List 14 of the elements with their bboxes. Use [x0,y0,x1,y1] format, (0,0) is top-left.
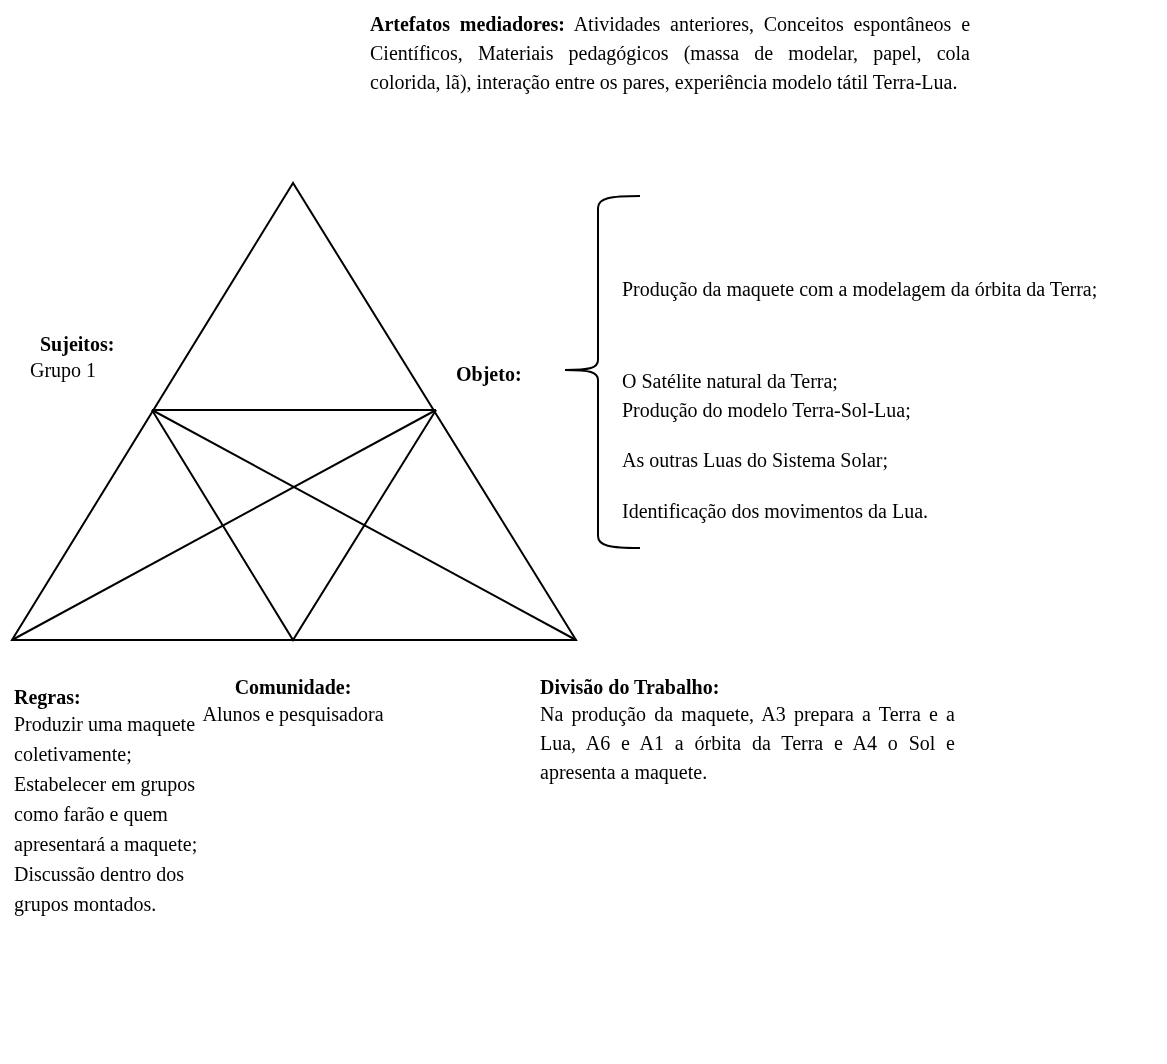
list-item: As outras Luas do Sistema Solar; [622,448,889,473]
heading: Divisão do Trabalho: [540,675,720,700]
label: Grupo 1 [30,358,97,384]
paragraph: Na produção da maquete, A3 prepara a Terra e a Lua, A6 e A1 a órbita da Terra e A4 o Sol e apresenta a maquete. [540,702,955,786]
paragraph: Artefatos mediadores: Atividades anteriores, Conceitos espontâneos e Científicos, Materiais pedagógicos (massa de modelar, papel, cola colorida, lã), interação entre os pares, experiência modelo tátil Terra-Lua. [370,12,970,96]
heading: Regras: [14,685,81,711]
list-item: O Satélite natural da Terra; [622,369,838,394]
heading: Sujeitos: [40,332,115,358]
list-item: Produção do modelo Terra-Sol-Lua; [622,398,911,424]
paragraph: Produzir uma maquete coletivamente; Estabelecer em grupos como farão e quem apresentará a maquete; Discussão dentro dos grupos montados. [14,712,199,918]
heading: Comunidade: [233,675,353,700]
list-item: Identificação dos movimentos da Lua. [622,499,928,525]
heading: Objeto: [456,362,522,388]
list-item: Produção da maquete com a modelagem da órbita da Terra; [622,277,1099,303]
